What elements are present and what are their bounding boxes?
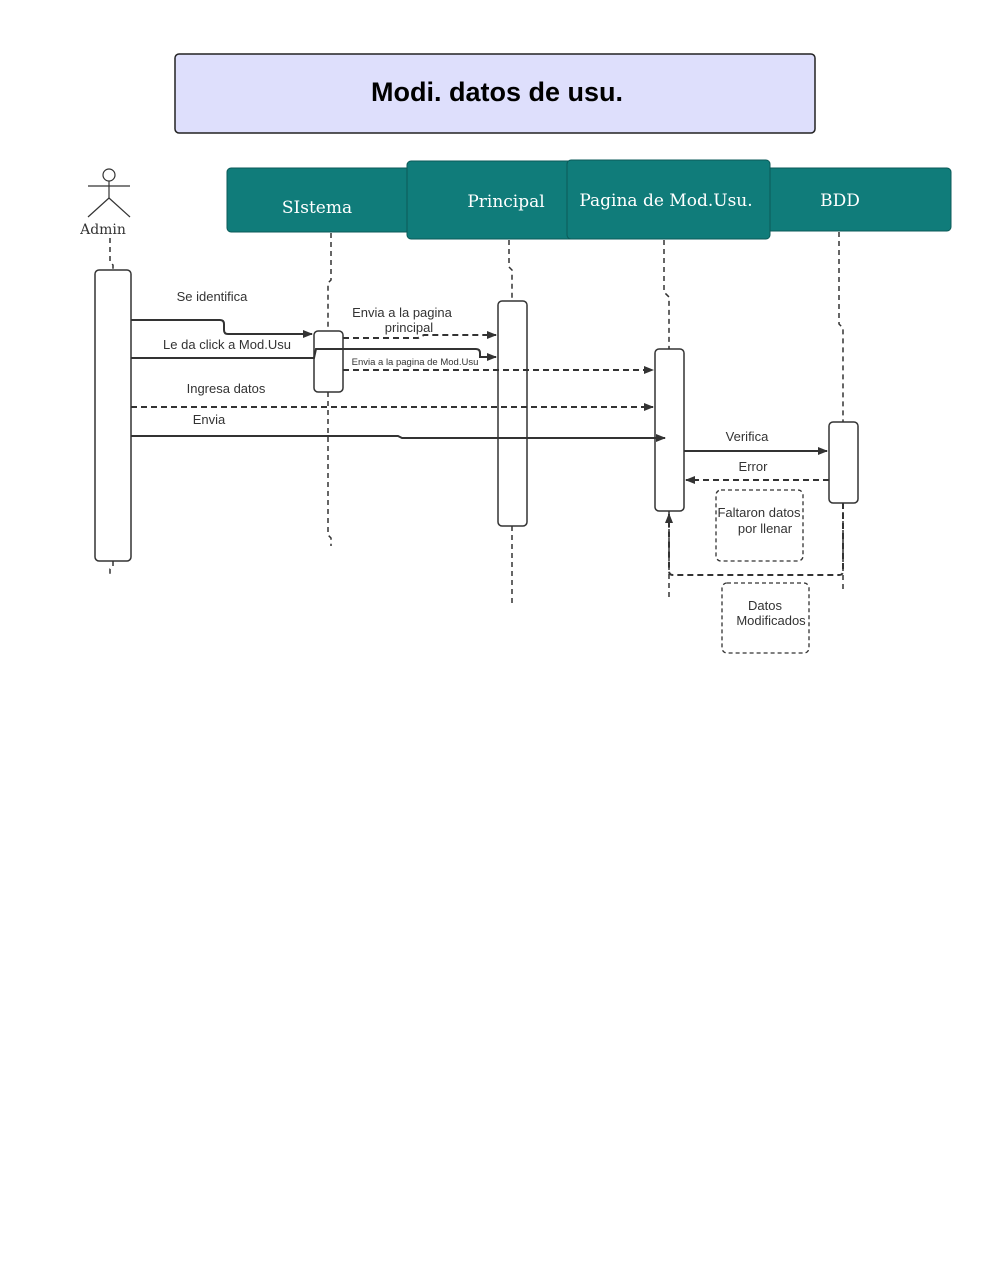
message-label-se-identifica: Se identifica <box>177 289 249 304</box>
lane-header-pagina-mod-usu <box>566 159 771 240</box>
lane-label-principal: Principal <box>467 192 544 212</box>
diagram-title: Modi. datos de usu. <box>371 77 623 107</box>
activation-bdd <box>828 421 859 504</box>
lifeline-sistema <box>327 233 332 546</box>
message-label-envia-principal-1: Envia a la pagina <box>352 305 453 320</box>
message-click-mod-usu <box>131 348 497 361</box>
lifeline-principal <box>508 240 513 605</box>
note-faltaron-datos <box>715 489 804 562</box>
activation-principal <box>497 300 528 527</box>
lifeline-admin <box>109 238 114 575</box>
note-datos-modificados <box>721 582 810 654</box>
note-datos-modificados-line1: Datos <box>748 598 782 613</box>
note-faltaron-datos-line1: Faltaron datos <box>717 505 801 520</box>
lifeline-pagina-mod-usu <box>663 240 670 598</box>
message-se-identifica <box>131 319 313 338</box>
note-faltaron-datos-line2: por llenar <box>738 521 793 536</box>
title-box <box>174 53 816 134</box>
message-label-envia-principal-2: principal <box>385 320 434 335</box>
lifeline-bdd <box>838 232 844 590</box>
message-return-loop <box>665 503 844 576</box>
message-label-envia-mod-usu: Envia a la pagina de Mod.Usu <box>352 357 479 368</box>
lane-label-pagina-mod-usu: Pagina de Mod.Usu. <box>579 191 752 211</box>
message-envia-principal <box>343 331 497 339</box>
lane-label-sistema: SIstema <box>282 198 352 218</box>
activation-pagina-mod-usu <box>654 348 685 512</box>
activation-admin <box>94 269 132 562</box>
note-datos-modificados-line2: Modificados <box>736 613 806 628</box>
message-label-envia: Envia <box>193 412 226 427</box>
message-envia <box>131 434 666 442</box>
message-label-click-mod-usu: Le da click a Mod.Usu <box>163 337 291 352</box>
message-label-ingresa-datos: Ingresa datos <box>187 381 266 396</box>
message-label-error: Error <box>739 459 769 474</box>
stick-figure-icon <box>87 168 131 218</box>
actor-label: Admin <box>79 222 126 238</box>
message-label-verifica: Verifica <box>726 429 769 444</box>
lane-label-bdd: BDD <box>820 191 860 211</box>
activation-sistema <box>313 330 344 393</box>
